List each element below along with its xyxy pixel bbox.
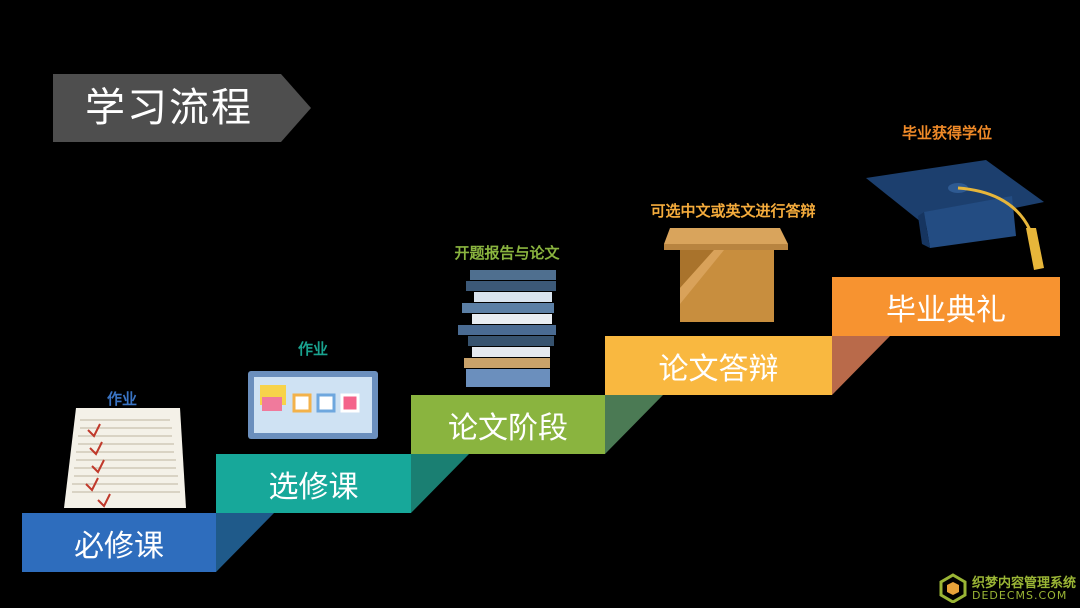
step-label: 毕业典礼 xyxy=(886,292,1006,328)
caption-defense: 可选中文或英文进行答辩 xyxy=(650,202,816,220)
watermark: 织梦内容管理系统 DEDECMS.COM xyxy=(938,570,1078,606)
podium-icon xyxy=(664,228,788,322)
connector-3 xyxy=(605,395,663,454)
step-graduation: 毕业典礼 xyxy=(832,277,1060,336)
graduation-cap-icon xyxy=(866,160,1044,270)
connector-1 xyxy=(216,513,274,572)
caption-thesis: 开题报告与论文 xyxy=(454,244,560,262)
connector-4 xyxy=(832,336,890,395)
page-title: 学习流程 xyxy=(85,85,253,131)
step-defense: 论文答辩 xyxy=(605,336,832,395)
title-banner-shape xyxy=(53,74,311,142)
caption-homework-1: 作业 xyxy=(106,390,138,408)
step-label: 论文阶段 xyxy=(448,410,568,446)
step-thesis: 论文阶段 xyxy=(411,395,605,454)
watermark-domain: DEDECMS.COM xyxy=(972,589,1068,602)
watermark-logo-icon xyxy=(939,573,967,603)
watermark-title: 织梦内容管理系统 xyxy=(972,576,1077,591)
step-elective: 选修课 xyxy=(216,454,411,513)
title-banner: 学习流程 xyxy=(53,74,311,142)
step-label: 选修课 xyxy=(268,469,359,505)
homework-paper-icon xyxy=(64,408,186,508)
step-compulsory: 必修课 xyxy=(22,513,216,572)
caption-homework-2: 作业 xyxy=(297,340,329,358)
caption-graduation: 毕业获得学位 xyxy=(901,124,993,142)
connector-2 xyxy=(411,454,469,513)
books-stack-icon xyxy=(458,270,556,387)
step-label: 论文答辩 xyxy=(658,351,779,387)
step-label: 必修课 xyxy=(74,528,164,564)
board-icon xyxy=(248,371,378,439)
